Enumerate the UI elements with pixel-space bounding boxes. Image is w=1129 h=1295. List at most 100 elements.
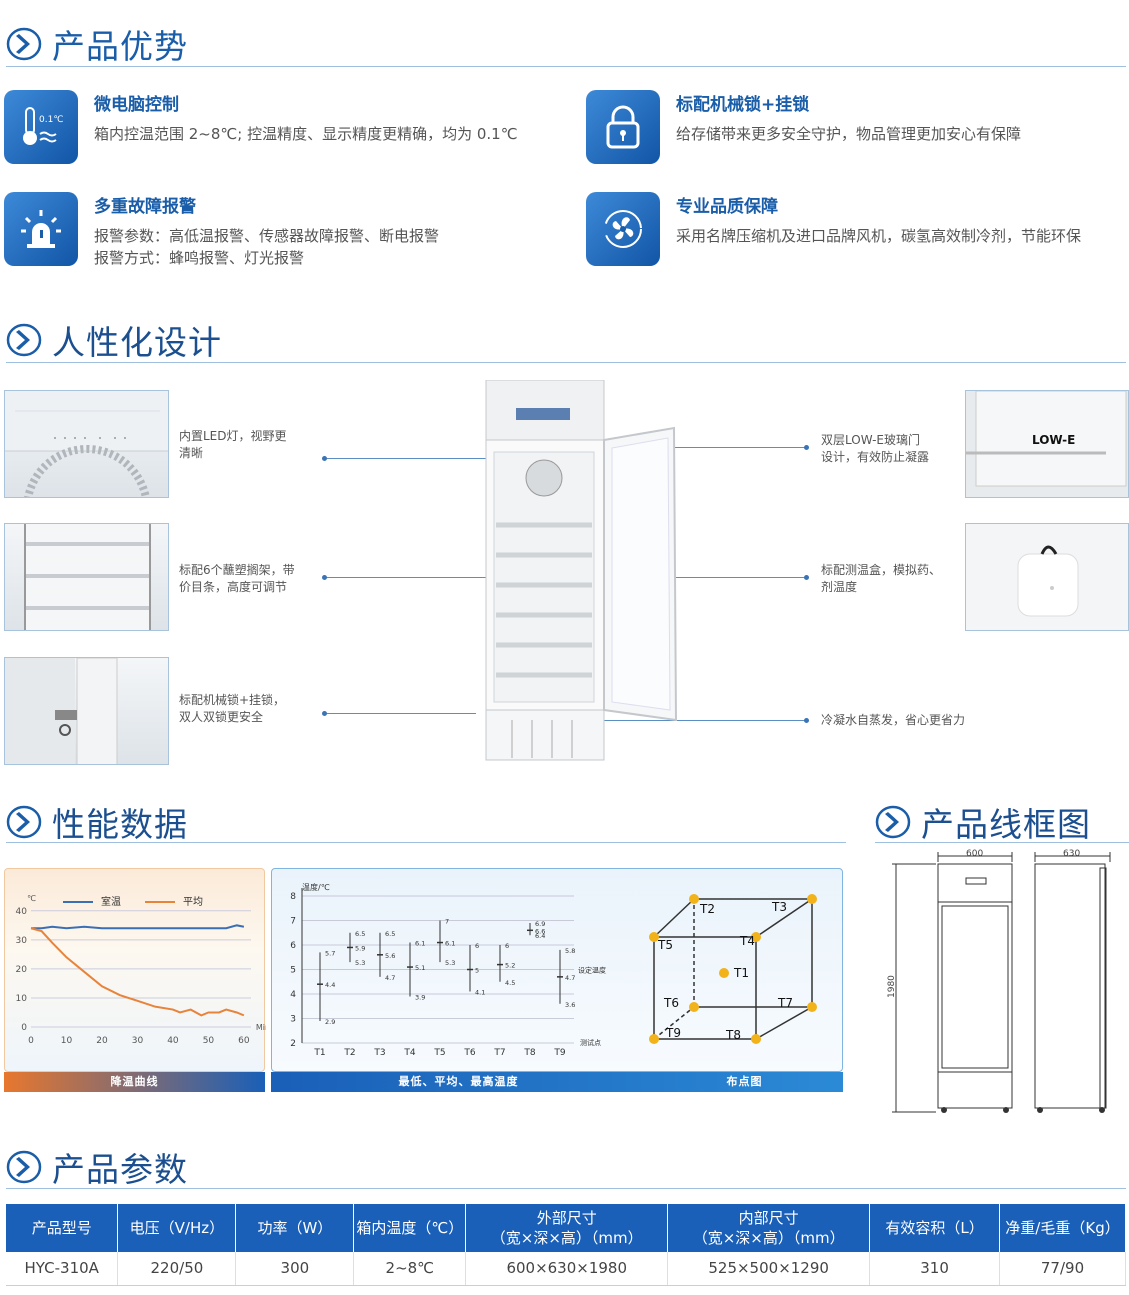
avg-label: 6.6 — [535, 927, 545, 935]
advantage-desc: 报警参数：高低温报警、传感器故障报警、断电报警报警方式：蜂鸣报警、灯光报警 — [94, 227, 440, 267]
table-header-cell: 功率（W） — [235, 1204, 355, 1252]
y-tick-label: 40 — [16, 907, 28, 917]
max-label: 6 — [475, 942, 479, 950]
min-label: 2.9 — [325, 1018, 335, 1026]
test-point — [649, 932, 659, 942]
test-point — [751, 1034, 761, 1044]
series-line — [30, 927, 245, 1017]
section-heading: 性能数据 — [52, 805, 188, 844]
table-cell: 600×630×1980 — [465, 1252, 669, 1286]
y-tick-label: 20 — [16, 965, 28, 975]
table-header-cell: 产品型号 — [6, 1204, 119, 1252]
divider — [875, 842, 1129, 843]
caption-minmax: 最低、平均、最高温度 — [398, 1075, 519, 1088]
min-label: 5.3 — [445, 959, 455, 967]
lowe-label: LOW-E — [1032, 433, 1076, 447]
table-header-cell: 有效容积（L） — [869, 1204, 1001, 1252]
advantage-title: 标配机械锁+挂锁 — [676, 95, 810, 115]
test-point-label: T3 — [771, 900, 787, 914]
advantage-desc: 采用名牌压缩机及进口品牌风机，碳氢高效制冷剂，节能环保 — [676, 227, 1082, 245]
table-cell: 77/90 — [999, 1252, 1126, 1286]
section-heading: 人性化设计 — [52, 323, 222, 362]
svg-text:0.1℃: 0.1℃ — [39, 115, 63, 125]
temp-box-photo — [965, 523, 1129, 631]
max-label: 6 — [505, 942, 509, 950]
y-tick-label: 3 — [290, 1015, 296, 1025]
width-label: 600 — [966, 849, 983, 859]
section-title-params: 产品参数 — [6, 1143, 188, 1191]
max-label: 6.9 — [535, 920, 545, 928]
caption-bar: 最低、平均、最高温度 布点图 — [271, 1072, 843, 1092]
cube-edge — [653, 1006, 695, 1040]
test-point-label: T7 — [777, 996, 793, 1010]
x-tick-label: T1 — [313, 1048, 325, 1058]
advantage-item: 标配机械锁+挂锁给存储带来更多安全守护，物品管理更加安心有保障 — [586, 90, 1021, 164]
callout-line — [324, 713, 476, 714]
x-tick-label: T4 — [403, 1048, 415, 1058]
max-label: 6.1 — [415, 940, 425, 948]
height-label: 1980 — [887, 975, 897, 998]
led-light-photo — [4, 390, 169, 498]
x-tick-label: 10 — [61, 1036, 73, 1046]
table-cell: 300 — [235, 1252, 355, 1286]
x-axis-unit: Min — [256, 1023, 266, 1032]
chevron-right-icon — [875, 805, 911, 839]
divider — [6, 362, 1126, 363]
y-tick-label: 6 — [290, 941, 296, 951]
y-tick-label: 4 — [290, 990, 296, 1000]
test-point — [649, 1034, 659, 1044]
lock-photo — [4, 657, 169, 765]
y-axis-title: 温度/℃ — [302, 882, 330, 892]
callout-dot — [804, 445, 809, 450]
y-tick-label: 0 — [21, 1023, 27, 1033]
x-tick-label: 30 — [132, 1036, 144, 1046]
avg-label: 4.7 — [565, 974, 575, 982]
advantage-title: 微电脑控制 — [94, 95, 179, 115]
y-tick-label: 7 — [290, 917, 296, 927]
max-label: 5.7 — [325, 949, 335, 957]
avg-label: 5.6 — [385, 952, 395, 960]
table-header-cell: 箱内温度（℃） — [353, 1204, 467, 1252]
test-point-label: T2 — [699, 902, 715, 916]
chevron-right-icon — [6, 27, 42, 61]
x-tick-label: T9 — [553, 1048, 565, 1058]
table-cell: HYC-310A — [6, 1252, 119, 1286]
test-point-label: T9 — [665, 1026, 681, 1040]
x-tick-label: T6 — [463, 1048, 475, 1058]
table-cell: 2~8℃ — [353, 1252, 467, 1286]
caption-curve: 降温曲线 — [4, 1072, 265, 1092]
min-label: 5.3 — [355, 959, 365, 967]
min-label: 6.4 — [535, 932, 545, 940]
fridge-image — [485, 380, 678, 761]
test-point-label: T5 — [657, 938, 673, 952]
advantage-desc: 给存储带来更多安全守护，物品管理更加安心有保障 — [676, 125, 1022, 143]
thermometer-icon: 0.1℃ — [4, 90, 78, 164]
test-point-label: T1 — [733, 966, 749, 980]
x-tick-label: T5 — [433, 1048, 445, 1058]
section-title-performance: 性能数据 — [6, 798, 188, 846]
callout-line — [324, 458, 534, 459]
depth-label: 630 — [1063, 849, 1080, 859]
callout-dot — [804, 718, 809, 723]
divider — [6, 1188, 1126, 1189]
min-label: 4.1 — [475, 989, 485, 997]
x-tick-label: 50 — [203, 1036, 215, 1046]
feature-label: 标配机械锁+挂锁，双人双锁更安全 — [179, 693, 286, 724]
test-point — [751, 932, 761, 942]
section-heading: 产品优势 — [52, 27, 188, 66]
section-heading: 产品线框图 — [921, 805, 1091, 844]
table-cell: 525×500×1290 — [667, 1252, 871, 1286]
table-header-cell: 外部尺寸（宽×深×高）（mm） — [465, 1204, 669, 1252]
setpoint-label: 设定温度 — [578, 966, 606, 975]
legend-label: 平均 — [183, 896, 203, 908]
min-label: 4.5 — [505, 979, 515, 987]
avg-label: 5.9 — [355, 944, 365, 952]
cube-edge — [653, 898, 695, 938]
test-point-label: T6 — [663, 996, 679, 1010]
min-label: 4.7 — [385, 974, 395, 982]
avg-label: 6.1 — [445, 940, 455, 948]
